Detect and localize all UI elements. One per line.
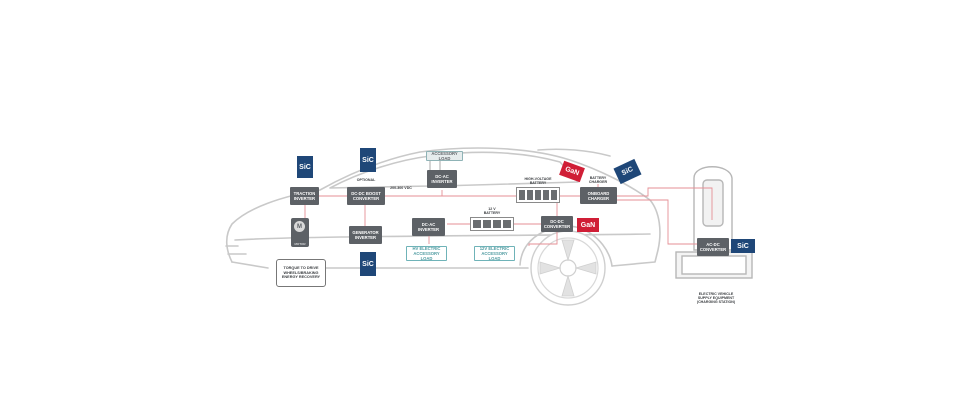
hv-battery-label: HIGH-VOLTAGE BATTERY — [524, 177, 552, 186]
generator-inverter: GENERATOR INVERTER — [349, 226, 382, 244]
hv-accessory-load: HV ELECTRIC ACCESSORY LOAD — [406, 246, 447, 261]
onboard-charger: ONBOARD CHARGER — [580, 187, 617, 204]
dcac-inverter-mid: DC-AC INVERTER — [412, 218, 445, 236]
motor-icon: M — [294, 221, 305, 232]
torque-note: TORQUE TO DRIVE WHEELS/BRAKING ENERGY RE… — [276, 259, 326, 287]
motor: M MOTOR — [291, 218, 309, 247]
sic-tag-boost: SiC — [360, 148, 376, 172]
voltage-label: 200-300 VDC — [390, 186, 412, 190]
sic-tag-generator: SiC — [360, 252, 376, 276]
12v-accessory-load: 12V ELECTRIC ACCESSORY LOAD — [474, 246, 515, 261]
12v-battery — [470, 217, 514, 231]
accessory-load-top: ACCESSORY LOAD — [426, 151, 463, 161]
battery-charger-label: BATTERY CHARGER — [588, 176, 608, 185]
sic-tag-traction: SiC — [297, 156, 313, 178]
optional-label: OPTIONAL — [356, 178, 376, 182]
acdc-converter: AC-DC CONVERTER — [697, 238, 729, 256]
rear-wheel — [530, 230, 606, 306]
charging-station-label: ELECTRIC VEHICLE SUPPLY EQUIPMENT (CHARG… — [696, 292, 736, 305]
dcac-inverter-top: DC-AC INVERTER — [427, 170, 457, 188]
motor-label: MOTOR — [294, 242, 306, 246]
dcdc-converter: DC-DC CONVERTER — [541, 216, 573, 232]
high-voltage-battery — [516, 187, 560, 203]
traction-inverter: TRACTION INVERTER — [290, 187, 319, 205]
gan-tag-dcdc: GaN — [577, 218, 599, 232]
charging-station-shape — [675, 166, 753, 279]
12v-battery-label: 12 V BATTERY — [483, 207, 501, 216]
dcdc-boost-converter: DC-DC BOOST CONVERTER — [347, 187, 385, 205]
sic-tag-acdc: SiC — [731, 239, 755, 253]
